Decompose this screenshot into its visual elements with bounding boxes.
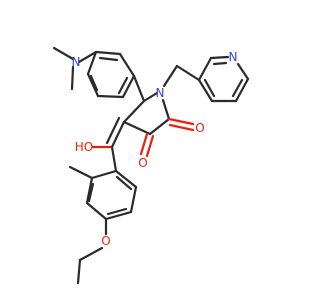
atom-o-ether: O (101, 234, 110, 248)
bond (197, 56, 213, 82)
atom-o-hydroxyl: HO (75, 140, 93, 154)
bond (117, 76, 129, 95)
bond (168, 123, 195, 132)
bond (52, 46, 75, 61)
bond (167, 117, 195, 126)
bond (110, 145, 118, 173)
bond (145, 134, 155, 158)
bond (115, 175, 133, 191)
bond (132, 74, 146, 103)
bond (234, 77, 250, 103)
bond (90, 169, 118, 180)
bond (85, 176, 94, 205)
bond (203, 78, 216, 98)
bond (98, 56, 119, 62)
bond (70, 65, 75, 91)
bond (121, 74, 136, 99)
bond (110, 120, 126, 149)
bond (118, 52, 136, 78)
bond (96, 94, 125, 99)
bond (129, 185, 138, 214)
bond (104, 210, 133, 221)
bond (197, 78, 214, 103)
atom-n-dimethylamino: N (72, 55, 81, 69)
bond (175, 64, 201, 82)
bonds (52, 46, 250, 285)
bond (139, 132, 149, 156)
bond (231, 78, 244, 98)
bond (76, 258, 82, 285)
bond (105, 116, 121, 145)
atom-o-ketone: O (138, 156, 147, 170)
bond (142, 91, 159, 103)
bond (68, 165, 94, 180)
bond (209, 55, 230, 60)
atom-n-pyrrolidinone: N (156, 86, 165, 100)
bond (87, 182, 95, 203)
bond (114, 169, 138, 189)
bond (161, 98, 171, 121)
bond (78, 246, 104, 262)
bond (94, 50, 122, 56)
atom-o-ketone: O (195, 121, 204, 135)
bond (122, 120, 152, 136)
bond (89, 74, 99, 92)
bond (122, 99, 146, 124)
bond (86, 50, 98, 76)
atom-n-pyridine: N (229, 50, 238, 64)
bond (236, 62, 250, 81)
bond (86, 72, 100, 98)
atom-labels: N N N O O HO O (72, 50, 238, 248)
bond (162, 64, 179, 88)
bond (106, 207, 128, 216)
molecule-structure: N N N O O HO O (52, 46, 250, 285)
bond (77, 50, 98, 64)
bond (148, 117, 171, 136)
bond (212, 61, 228, 66)
bond (85, 201, 108, 221)
